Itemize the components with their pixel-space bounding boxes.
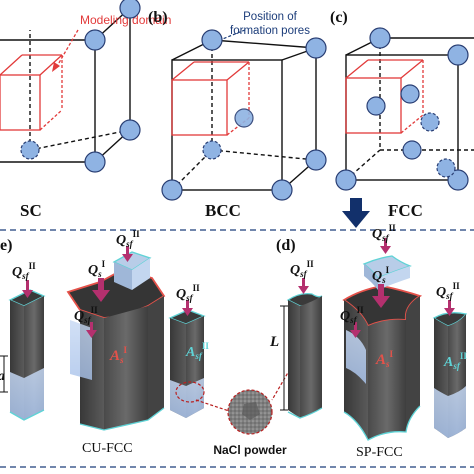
panel-c-letter: (c) bbox=[330, 9, 348, 26]
sp-flux-arrows bbox=[298, 238, 455, 338]
cu-right-column bbox=[168, 309, 206, 418]
modeling-domain-box bbox=[0, 54, 63, 131]
dimension-a-label: a bbox=[0, 369, 5, 384]
bcc-callout: Position of formation pores bbox=[219, 11, 310, 41]
bcc-label: BCC bbox=[205, 201, 241, 220]
modeling-domain-callout: Modeling domain bbox=[52, 13, 171, 72]
panel-c-fcc: (c) FCC bbox=[330, 9, 474, 220]
cu-q-sf-left: QsfII bbox=[12, 261, 36, 281]
sp-q-sf-top: QsfII bbox=[372, 223, 396, 243]
sp-left-column bbox=[286, 292, 323, 419]
nacl-powder-label: NaCl powder bbox=[213, 443, 287, 457]
cu-symbols: QsfII QsfII QsI QsfII QsfII AsI AsfII bbox=[12, 229, 209, 365]
panel-b-letter: (b) bbox=[148, 9, 168, 26]
pores-label-line2: formation pores bbox=[230, 25, 310, 37]
sp-top-block bbox=[362, 255, 412, 290]
panel-a-sc: Modeling domain SC bbox=[0, 0, 171, 220]
panel-d-sp-fcc: (d) L bbox=[269, 223, 467, 460]
sc-label: SC bbox=[20, 201, 42, 220]
sp-q-sf-right: QsfII bbox=[436, 281, 460, 301]
dimension-l-label: L bbox=[269, 334, 279, 350]
sp-fcc-label: SP-FCC bbox=[356, 445, 403, 460]
transition-arrow bbox=[342, 198, 370, 228]
sp-star-block bbox=[342, 285, 423, 441]
cu-q-sf-mid: QsfII bbox=[74, 305, 98, 325]
sp-right-column bbox=[432, 312, 468, 438]
cu-q-sf-right: QsfII bbox=[176, 283, 200, 303]
bcc-pores bbox=[161, 29, 327, 201]
cu-dimension-a: a bbox=[0, 355, 8, 393]
sc-pores bbox=[20, 0, 141, 173]
sp-q-sf-mid: QsfII bbox=[340, 305, 364, 325]
pores-label-line1: Position of bbox=[243, 11, 298, 23]
panel-d-letter: (d) bbox=[276, 237, 296, 254]
nacl-inset: NaCl powder bbox=[175, 351, 301, 457]
sc-cube bbox=[0, 7, 131, 163]
bcc-modeling-domain bbox=[171, 61, 250, 136]
cu-a-sf: AsfII bbox=[185, 341, 209, 361]
panel-b-bcc: (b) Position of formation pores bbox=[148, 9, 327, 220]
cu-q-sf-top: QsfII bbox=[116, 229, 140, 249]
panel-e-cu-fcc: e) bbox=[0, 229, 209, 456]
fcc-pores bbox=[335, 27, 469, 191]
sp-symbols: QsfII QsfII QsI QsfII QsfII AsI AsfII bbox=[290, 223, 467, 371]
cu-fcc-label: CU-FCC bbox=[82, 441, 133, 456]
cu-a-s: AsI bbox=[109, 345, 128, 365]
cu-flux-arrows bbox=[22, 246, 193, 338]
fcc-modeling-domain bbox=[345, 59, 424, 134]
modeling-domain-label: Modeling domain bbox=[80, 13, 171, 27]
sp-dimension-l: L bbox=[269, 305, 288, 411]
sp-q-s: QsI bbox=[372, 265, 390, 285]
sp-a-s: AsI bbox=[375, 349, 394, 369]
fcc-label: FCC bbox=[388, 201, 423, 220]
cu-top-block bbox=[112, 251, 152, 290]
sp-q-sf-left: QsfII bbox=[290, 259, 314, 279]
cu-left-column bbox=[8, 289, 46, 421]
sp-a-sf: AsfII bbox=[443, 351, 467, 371]
cu-q-s: QsI bbox=[88, 259, 106, 279]
panel-e-letter: e) bbox=[0, 237, 12, 254]
